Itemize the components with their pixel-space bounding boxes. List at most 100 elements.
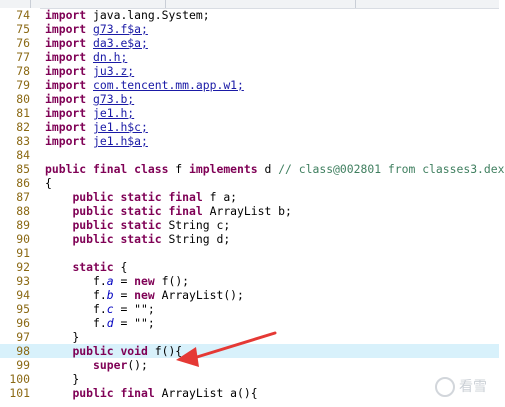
- code-token: d: [257, 162, 279, 176]
- code-text: static {: [45, 260, 127, 274]
- code-text: {: [45, 176, 52, 190]
- import-link[interactable]: da3.e$a;: [93, 36, 148, 50]
- code-token: import: [45, 92, 87, 106]
- code-line[interactable]: 87 public static final f a;: [0, 190, 499, 204]
- code-token: super: [93, 358, 128, 372]
- line-number: 86: [16, 176, 30, 190]
- code-line[interactable]: 83 import je1.h$a;: [0, 134, 499, 148]
- import-link[interactable]: g73.f$a;: [93, 22, 148, 36]
- code-line[interactable]: 92 static {: [0, 260, 499, 274]
- code-token: implements: [189, 162, 258, 176]
- code-token: public static final: [72, 190, 203, 204]
- code-text: f.b = new ArrayList();: [45, 288, 244, 302]
- import-link[interactable]: g73.b;: [93, 92, 135, 106]
- code-line[interactable]: 101 public final ArrayList a(){: [0, 386, 499, 400]
- code-token: = "";: [113, 302, 155, 316]
- code-token: b: [106, 288, 114, 302]
- code-token: f(){: [147, 344, 183, 358]
- code-token: import: [45, 50, 87, 64]
- import-link[interactable]: ju3.z;: [93, 64, 135, 78]
- line-number: 89: [16, 218, 30, 232]
- code-line[interactable]: 77 import dn.h;: [0, 50, 499, 64]
- code-line[interactable]: 99 super();: [0, 358, 499, 372]
- line-number: 88: [16, 204, 30, 218]
- code-text: public static final ArrayList b;: [45, 204, 291, 218]
- code-token: public static final: [72, 204, 203, 218]
- line-number: 77: [16, 50, 30, 64]
- code-token: }: [45, 330, 80, 344]
- line-number: 79: [16, 78, 30, 92]
- code-text: f.a = new f();: [45, 274, 189, 288]
- editor-tab-strip: [0, 0, 499, 9]
- code-text: import g73.b;: [45, 92, 134, 106]
- code-text: f.c = "";: [45, 302, 155, 316]
- code-token: public static: [72, 232, 162, 246]
- code-line[interactable]: 93 f.a = new f();: [0, 274, 499, 288]
- code-token: {: [45, 176, 52, 190]
- line-number: 81: [16, 106, 30, 120]
- code-line[interactable]: 86 {: [0, 176, 499, 190]
- code-text: public void f(){: [45, 344, 182, 358]
- code-line[interactable]: 95 f.c = "";: [0, 302, 499, 316]
- code-token: =: [113, 274, 135, 288]
- code-token: import: [45, 22, 87, 36]
- code-line[interactable]: 79 import com.tencent.mm.app.w1;: [0, 78, 499, 92]
- code-line[interactable]: 91: [0, 246, 499, 260]
- code-line[interactable]: 89 public static String c;: [0, 218, 499, 232]
- code-line[interactable]: 100 }: [0, 372, 499, 386]
- code-token: f.: [45, 288, 107, 302]
- code-token: String d;: [161, 232, 231, 246]
- code-token: public final: [72, 386, 155, 400]
- code-line-highlighted[interactable]: 98 public void f(){: [0, 344, 499, 358]
- code-text: import je1.h$a;: [45, 134, 148, 148]
- code-line[interactable]: 96 f.d = "";: [0, 316, 499, 330]
- tab-divider: [165, 0, 166, 8]
- line-number: 83: [16, 134, 30, 148]
- code-line[interactable]: 90 public static String d;: [0, 232, 499, 246]
- line-number: 90: [16, 232, 30, 246]
- code-line[interactable]: 97 }: [0, 330, 499, 344]
- code-token: = "";: [113, 316, 155, 330]
- code-line[interactable]: 88 public static final ArrayList b;: [0, 204, 499, 218]
- line-number: 92: [16, 260, 30, 274]
- code-token: new: [134, 274, 155, 288]
- code-token: }: [45, 372, 80, 386]
- line-number: 97: [16, 330, 30, 344]
- line-number: 82: [16, 120, 30, 134]
- import-link[interactable]: com.tencent.mm.app.w1;: [93, 78, 244, 92]
- import-link[interactable]: je1.h$c;: [93, 120, 148, 134]
- code-token: ArrayList a(){: [154, 386, 258, 400]
- tab-divider: [30, 0, 31, 8]
- code-token: import: [45, 134, 87, 148]
- line-number: 78: [16, 64, 30, 78]
- line-number: 95: [16, 302, 30, 316]
- code-text: import com.tencent.mm.app.w1;: [45, 78, 244, 92]
- code-token: {: [113, 260, 128, 274]
- code-token: static: [72, 260, 114, 274]
- code-text: public static String c;: [45, 218, 230, 232]
- code-line[interactable]: 84: [0, 148, 499, 162]
- import-link[interactable]: je1.h$a;: [93, 134, 148, 148]
- import-link[interactable]: dn.h;: [93, 50, 128, 64]
- line-number: 99: [16, 358, 30, 372]
- import-link[interactable]: je1.h;: [93, 106, 135, 120]
- code-text: import java.lang.System;: [45, 8, 210, 22]
- line-number: 85: [16, 162, 30, 176]
- code-token: ArrayList();: [154, 288, 244, 302]
- line-number: 98: [16, 344, 30, 358]
- code-token: f a;: [202, 190, 238, 204]
- code-text: import da3.e$a;: [45, 36, 148, 50]
- code-token: import: [45, 106, 87, 120]
- code-token: public void: [72, 344, 148, 358]
- code-text: public static String d;: [45, 232, 230, 246]
- code-line[interactable]: 94 f.b = new ArrayList();: [0, 288, 499, 302]
- code-line[interactable]: 81 import je1.h;: [0, 106, 499, 120]
